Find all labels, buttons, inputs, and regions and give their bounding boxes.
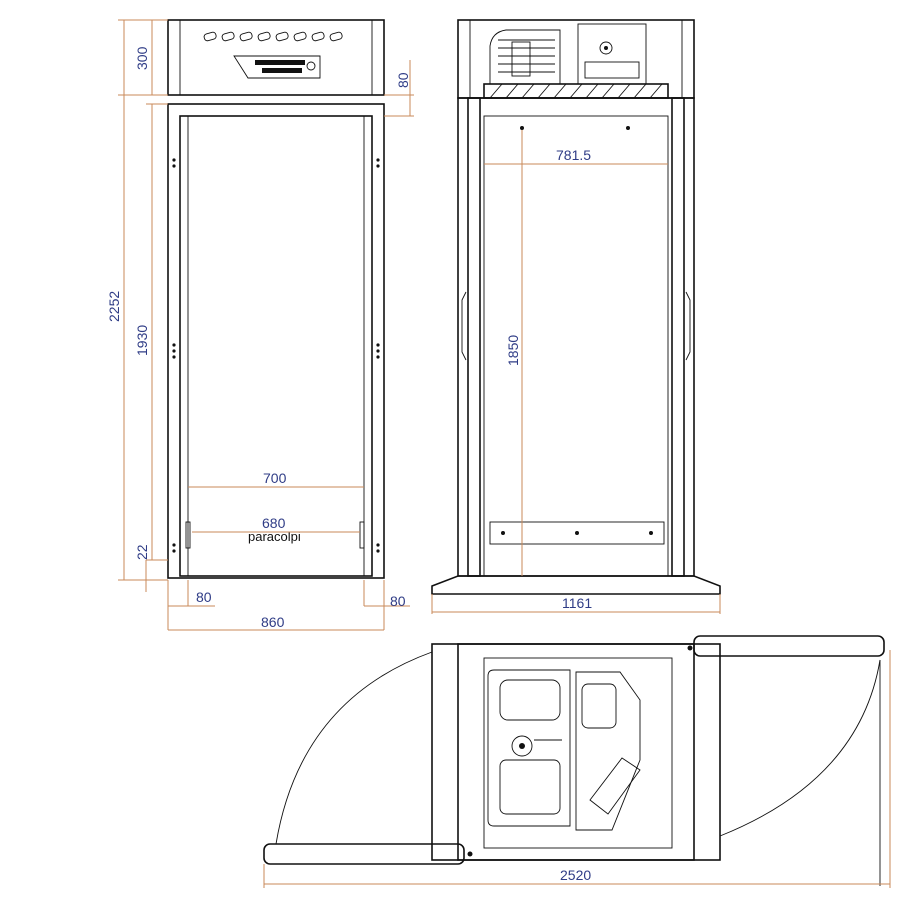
dim-side-left: 80 (196, 589, 212, 605)
side-view: 781.5 1850 1161 (431, 19, 721, 614)
plan-door-right (693, 635, 885, 657)
kick-plate (489, 521, 665, 545)
control-panel (233, 55, 321, 79)
dim-top-height: 300 (134, 46, 150, 70)
dim-total-width: 860 (261, 614, 285, 630)
side-handle-left (461, 291, 467, 361)
side-dimension-labels: 781.5 1850 1161 (505, 147, 592, 611)
dim-base-width: 1161 (562, 595, 592, 611)
plan-view: 2520 (263, 635, 891, 888)
side-dimension-lines (431, 130, 721, 614)
bumper-left (185, 521, 191, 549)
plan-door-left (263, 843, 465, 865)
dim-bottom-gap: 22 (134, 544, 150, 560)
front-view: paracolpi (106, 19, 414, 631)
plan-dimension-lines (263, 650, 891, 888)
front-hinge-dots (172, 158, 380, 553)
swing-arc-left (275, 651, 433, 845)
hatched-plate (483, 83, 669, 99)
bumper-label: paracolpi (248, 529, 301, 544)
dim-inner-width-top: 700 (263, 470, 287, 486)
front-top-housing (167, 19, 385, 96)
side-handle-right (685, 291, 691, 361)
side-base (431, 575, 721, 595)
dim-total-span: 2520 (560, 867, 591, 883)
front-dimension-lines (118, 19, 414, 631)
side-body (457, 97, 695, 577)
bumper-right (359, 521, 365, 549)
dim-side-right: 80 (390, 593, 406, 609)
dim-inner-width-bottom: 680 (262, 515, 286, 531)
side-top-housing (457, 19, 695, 99)
dim-total-height: 2252 (106, 291, 122, 322)
front-door-frame (167, 103, 385, 579)
front-dimension-labels: 300 80 2252 1930 22 700 680 80 80 860 (106, 46, 411, 630)
dim-inner-height: 1850 (505, 335, 521, 366)
dim-top-gap: 80 (395, 72, 411, 88)
vent-slots (203, 31, 343, 42)
dim-door-height: 1930 (134, 325, 150, 356)
compressor-assembly (487, 669, 641, 831)
swing-arc-right (719, 659, 881, 837)
refrigeration-unit (489, 23, 647, 85)
dim-inner-width: 781.5 (556, 147, 591, 163)
